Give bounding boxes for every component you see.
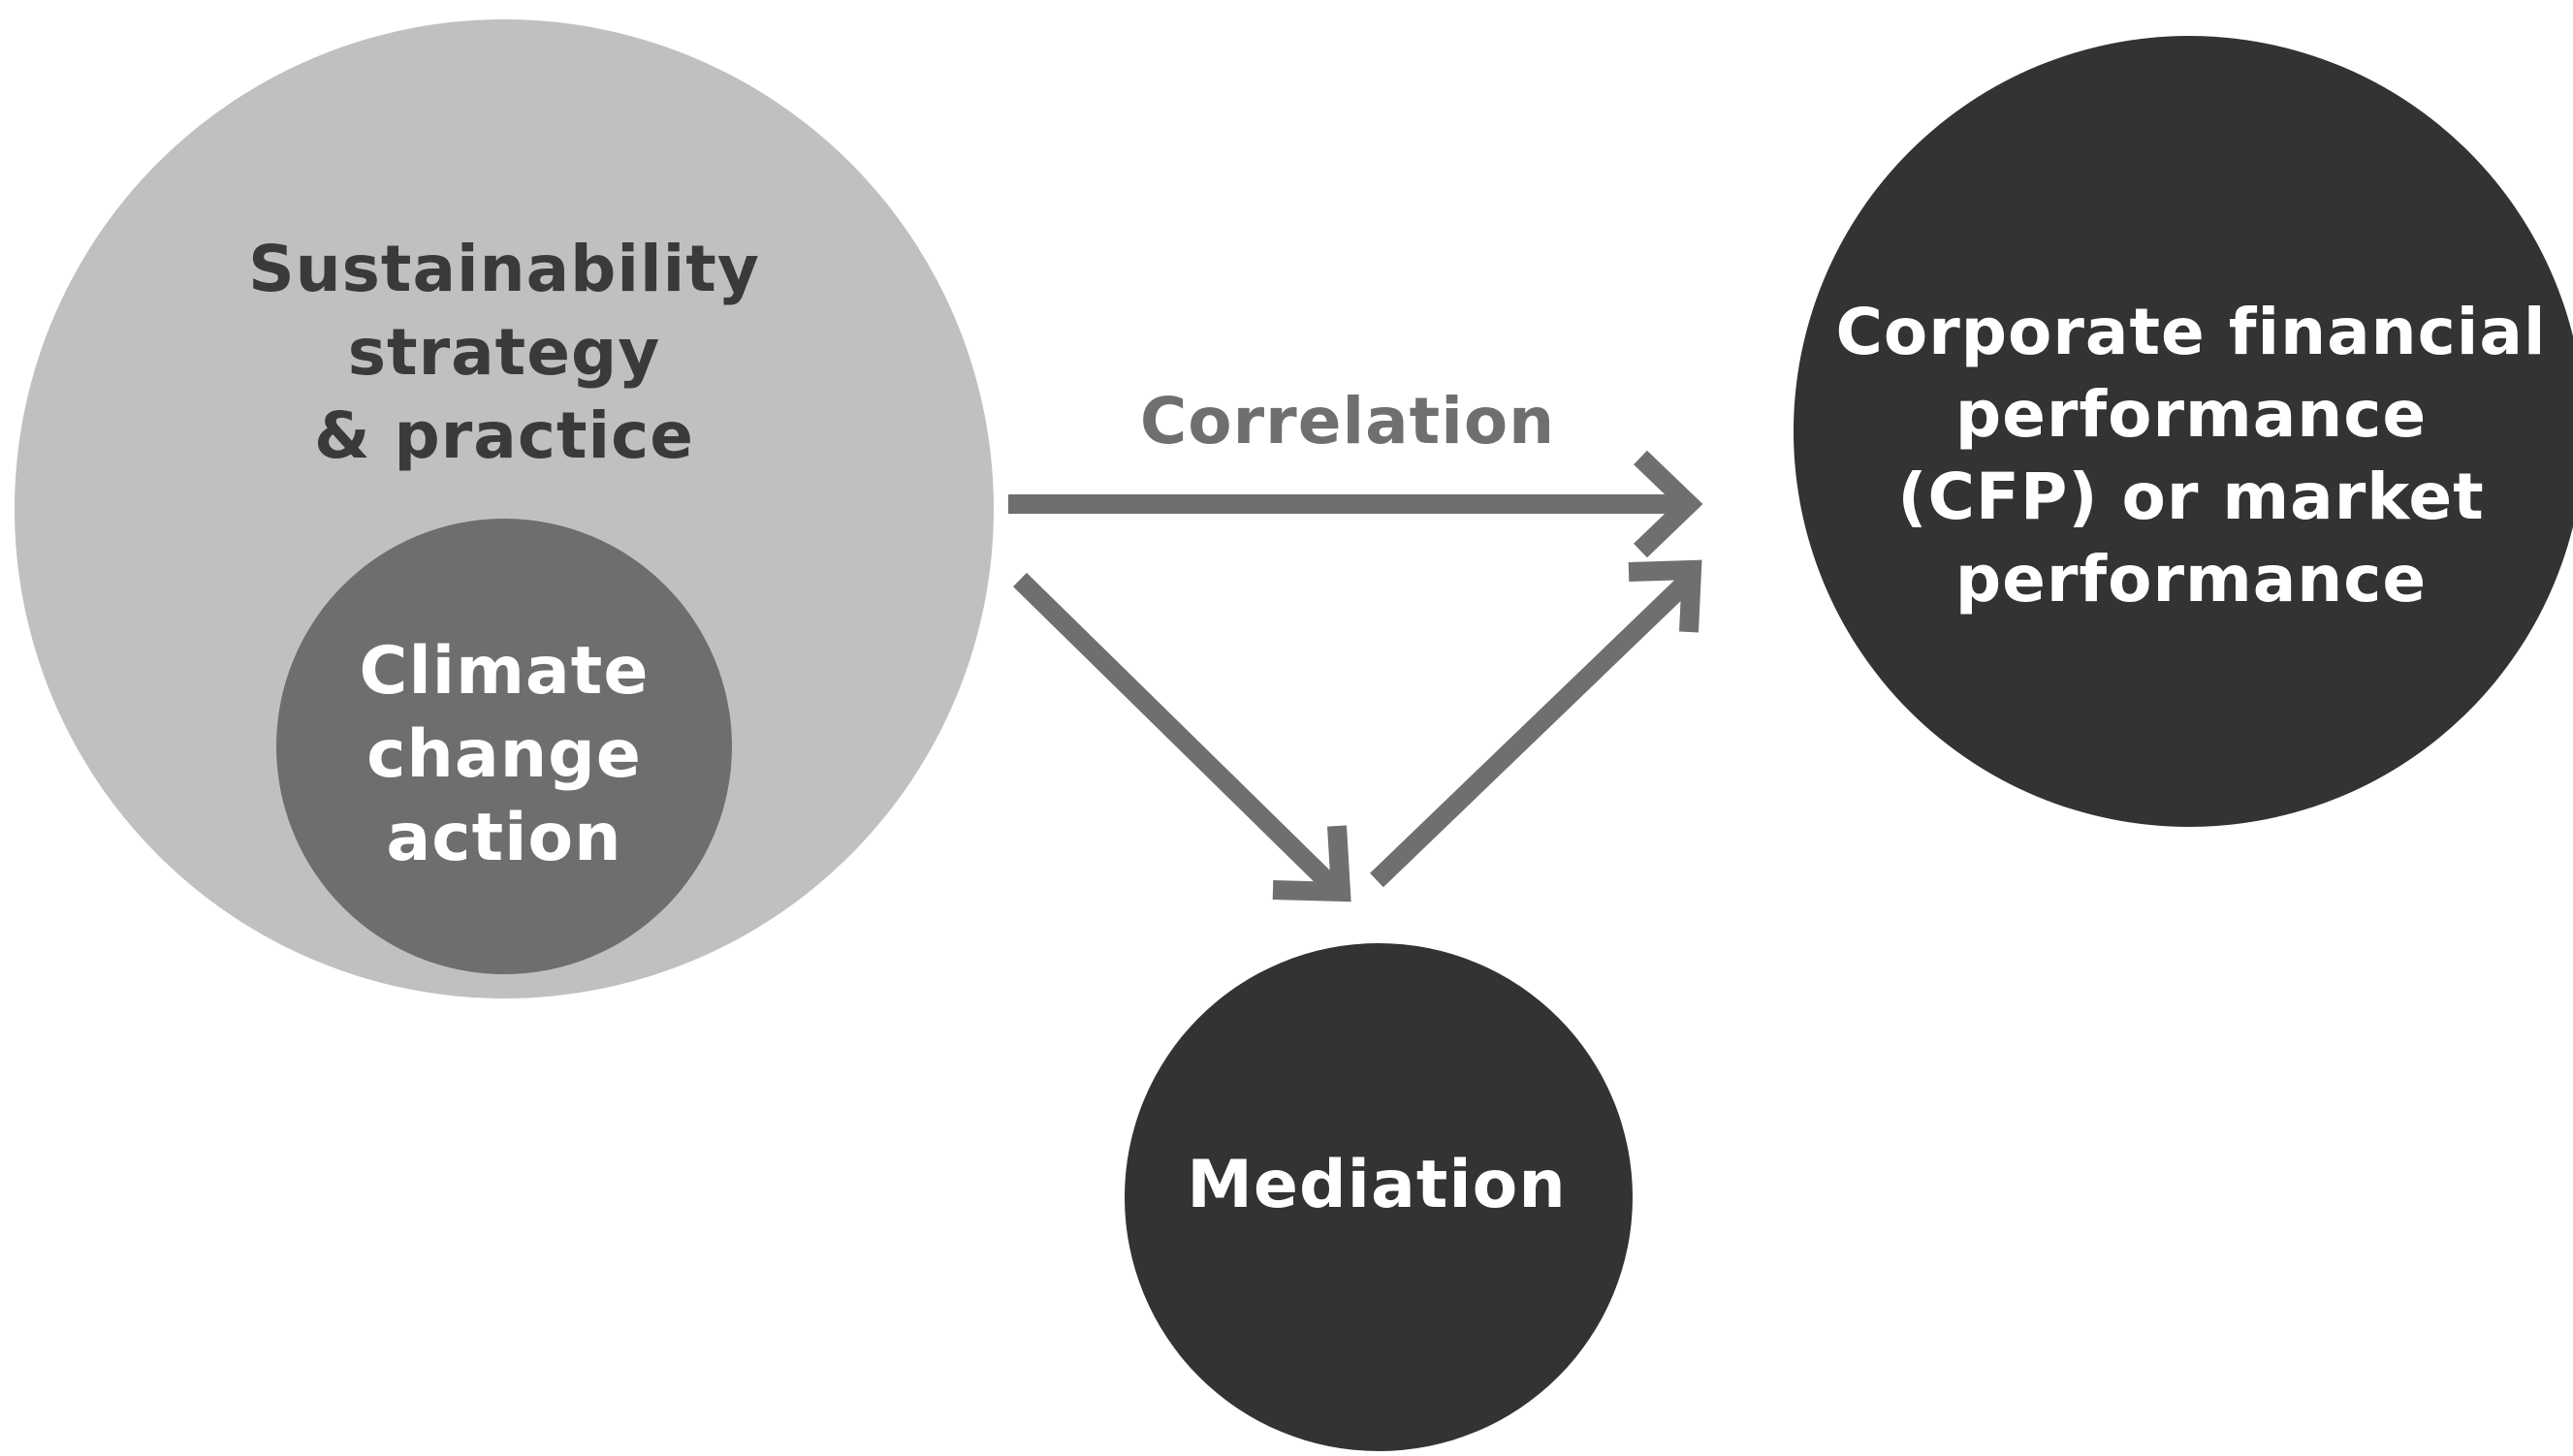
sustainability-strategy-label: Sustainability strategy & practice bbox=[248, 232, 760, 473]
mediation-circle bbox=[1125, 943, 1633, 1451]
correlation-label: Correlation bbox=[1139, 384, 1556, 459]
climate-change-action-label: Climate change action bbox=[359, 633, 650, 876]
sustainability-to-mediation-arrow bbox=[1012, 572, 1351, 902]
mediation-to-cfp-arrow bbox=[1370, 559, 1702, 888]
sustainability-circle bbox=[15, 19, 994, 998]
climate-change-circle bbox=[276, 519, 732, 974]
cfp-circle bbox=[1794, 36, 2573, 827]
mediation-label: Mediation bbox=[1187, 1147, 1567, 1223]
correlation-arrow bbox=[1008, 450, 1703, 558]
cfp-label: Corporate financial performance (CFP) or… bbox=[1835, 295, 2547, 617]
